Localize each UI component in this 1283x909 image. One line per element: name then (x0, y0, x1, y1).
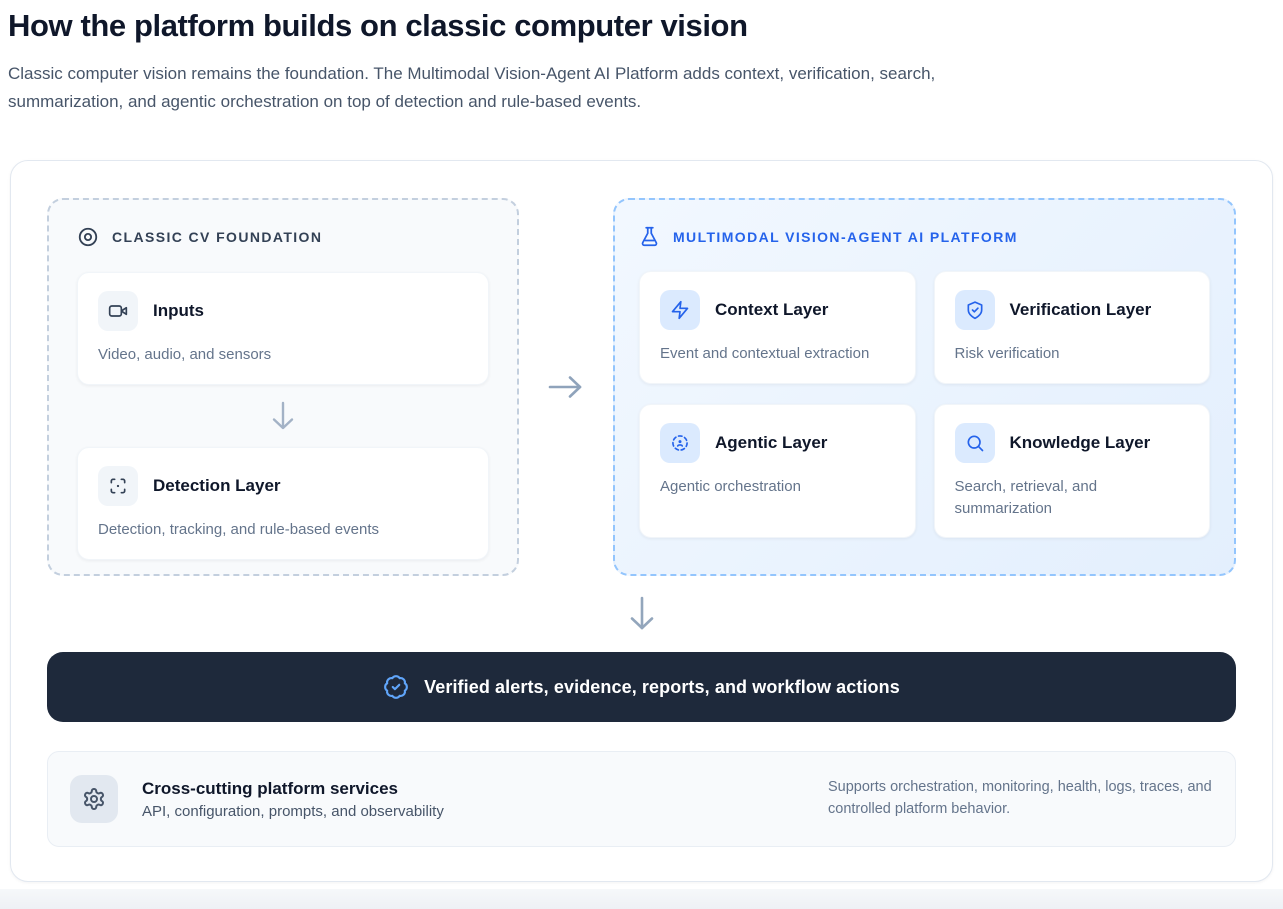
detection-layer-card: Detection Layer Detection, tracking, and… (77, 446, 489, 560)
classic-cv-foundation-box: CLASSIC CV FOUNDATION Inputs Video, audi… (47, 198, 519, 577)
services-subtitle: API, configuration, prompts, and observa… (142, 802, 444, 820)
inputs-card-head: Inputs (98, 291, 468, 332)
verification-layer-card: Verification Layer Risk verification (933, 271, 1210, 384)
context-title: Context Layer (715, 300, 829, 320)
search-icon (954, 422, 995, 463)
verification-title: Verification Layer (1009, 300, 1152, 320)
diagram-panel: CLASSIC CV FOUNDATION Inputs Video, audi… (10, 160, 1273, 883)
knowledge-description: Search, retrieval, and summarization (954, 477, 1098, 517)
video-camera-icon (98, 291, 138, 332)
verified-output-banner: Verified alerts, evidence, reports, and … (47, 652, 1236, 723)
knowledge-title: Knowledge Layer (1009, 432, 1151, 452)
inputs-description: Video, audio, and sensors (98, 346, 272, 364)
services-text: Cross-cutting platform services API, con… (142, 779, 444, 820)
page-subtitle: Classic computer vision remains the foun… (8, 64, 936, 111)
eye-icon (77, 226, 99, 248)
flow-right-arrow (519, 198, 613, 576)
agentic-layer-card: Agentic Layer Agentic orchestration (639, 403, 916, 539)
foundation-label: CLASSIC CV FOUNDATION (112, 229, 323, 246)
page-title: How the platform builds on classic compu… (8, 8, 748, 43)
bottom-strip (0, 889, 1283, 909)
inputs-title: Inputs (153, 301, 204, 321)
zap-icon (660, 290, 700, 331)
platform-header: MULTIMODAL VISION-AGENT AI PLATFORM (639, 226, 1210, 247)
agentic-card-head: Agentic Layer (660, 422, 895, 463)
context-description: Event and contextual extraction (660, 345, 870, 363)
page-header: How the platform builds on classic compu… (0, 0, 1283, 115)
agentic-title: Agentic Layer (715, 432, 828, 452)
knowledge-layer-card: Knowledge Layer Search, retrieval, and s… (933, 403, 1210, 539)
platform-label: MULTIMODAL VISION-AGENT AI PLATFORM (673, 228, 1018, 245)
agent-icon (660, 422, 700, 463)
context-layer-card: Context Layer Event and contextual extra… (639, 271, 916, 384)
detection-card-head: Detection Layer (98, 465, 468, 506)
context-card-head: Context Layer (660, 290, 895, 331)
shield-check-icon (954, 290, 995, 331)
flow-down-arrow (47, 576, 1236, 652)
foundation-down-arrow (77, 385, 489, 447)
services-title: Cross-cutting platform services (142, 778, 399, 798)
verification-description: Risk verification (954, 345, 1060, 363)
platform-grid: Context Layer Event and contextual extra… (639, 271, 1210, 539)
flask-icon (639, 226, 660, 247)
agentic-description: Agentic orchestration (660, 477, 801, 495)
badge-check-icon (383, 674, 409, 700)
multimodal-platform-box: MULTIMODAL VISION-AGENT AI PLATFORM Cont… (613, 198, 1236, 577)
services-note: Supports orchestration, monitoring, heal… (828, 779, 1212, 818)
knowledge-card-head: Knowledge Layer (954, 422, 1190, 463)
verification-card-head: Verification Layer (954, 290, 1190, 331)
detection-title: Detection Layer (153, 475, 281, 495)
banner-text: Verified alerts, evidence, reports, and … (424, 676, 900, 697)
foundation-header: CLASSIC CV FOUNDATION (77, 226, 489, 248)
scan-icon (98, 465, 138, 506)
detection-description: Detection, tracking, and rule-based even… (98, 520, 379, 538)
cross-cutting-services-bar: Cross-cutting platform services API, con… (47, 751, 1236, 848)
gear-icon (70, 775, 118, 824)
diagram-boxes-row: CLASSIC CV FOUNDATION Inputs Video, audi… (47, 198, 1236, 577)
inputs-card: Inputs Video, audio, and sensors (77, 272, 489, 385)
